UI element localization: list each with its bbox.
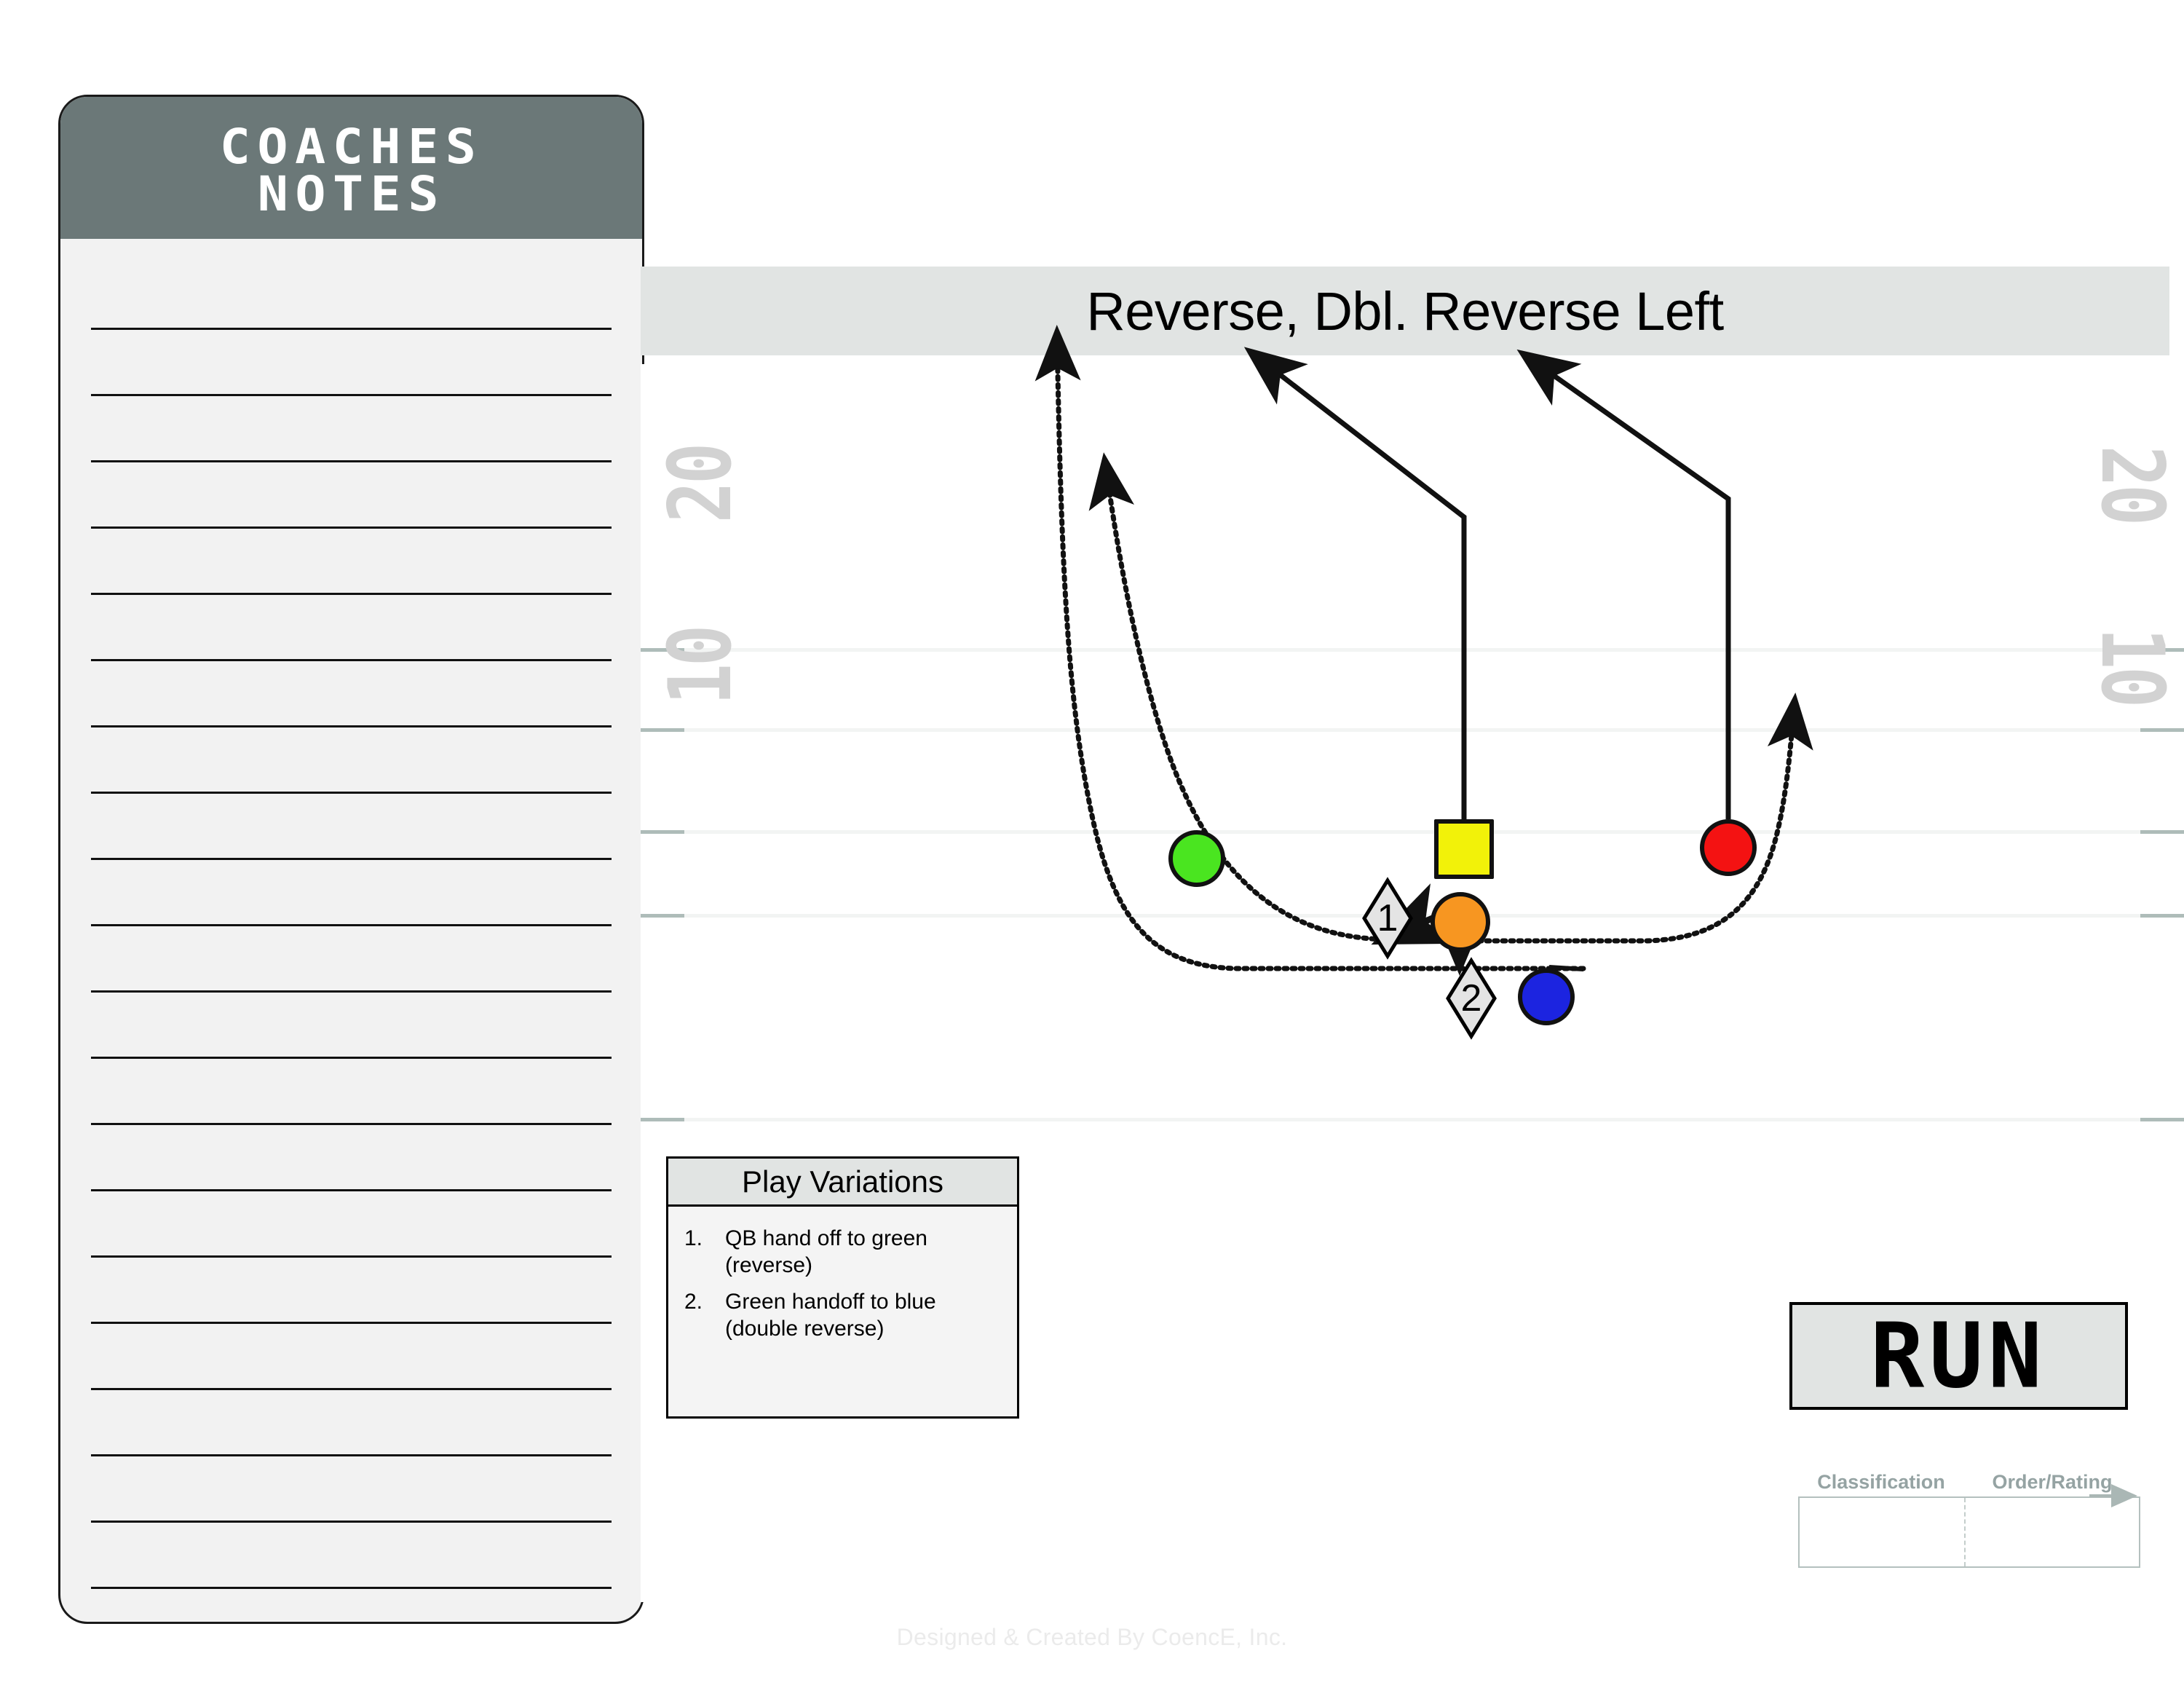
note-line[interactable] xyxy=(91,1523,612,1589)
route-lower-double-reverse xyxy=(1034,325,1586,971)
yard-line xyxy=(641,648,2184,652)
note-line[interactable] xyxy=(91,1059,612,1125)
note-line[interactable] xyxy=(91,1324,612,1390)
hash-mark xyxy=(641,1118,684,1121)
route-yellow-lineman xyxy=(1243,347,1467,819)
coaches-notes-title-line2: NOTES xyxy=(257,165,446,222)
hash-mark xyxy=(2140,830,2184,834)
yellow-lineman[interactable] xyxy=(1434,819,1494,879)
hash-mark xyxy=(2140,1118,2184,1121)
handoff-marker-2: 2 xyxy=(1445,957,1497,1040)
route-green-motion xyxy=(1088,452,1393,942)
note-line[interactable] xyxy=(91,661,612,727)
note-line[interactable] xyxy=(91,595,612,661)
note-line[interactable] xyxy=(91,1191,612,1258)
note-line[interactable] xyxy=(91,529,612,595)
hash-mark xyxy=(641,830,684,834)
note-line[interactable] xyxy=(91,330,612,396)
yard-line xyxy=(641,728,2184,732)
coaches-notes-writing-area[interactable] xyxy=(60,239,642,1622)
hash-mark xyxy=(641,914,684,918)
classification-input-cell[interactable] xyxy=(1800,1498,1966,1566)
play-variations-header: Play Variations xyxy=(668,1159,1017,1207)
yard-line xyxy=(641,830,2184,834)
diamond-icon xyxy=(1362,877,1413,960)
play-variation-text: Green handoff to blue (double reverse) xyxy=(725,1290,936,1341)
classification-headers: Classification Order/Rating xyxy=(1798,1471,2140,1494)
footer: Designed & Created By CoencE, Inc. xyxy=(0,1624,2184,1651)
note-line[interactable] xyxy=(91,1125,612,1191)
run-badge: RUN xyxy=(1789,1302,2128,1410)
coaches-notes-header: COACHES NOTES xyxy=(60,97,642,239)
order-rating-input-cell[interactable] xyxy=(1966,1498,2139,1566)
diamond-icon xyxy=(1446,957,1497,1040)
order-rating-column-header: Order/Rating xyxy=(1992,1471,2113,1493)
classification-column-header: Classification xyxy=(1817,1471,1945,1493)
play-title: Reverse, Dbl. Reverse Left xyxy=(1086,280,1724,342)
play-variations-title: Play Variations xyxy=(741,1164,944,1199)
note-line[interactable] xyxy=(91,239,612,330)
play-variation-item: 2. Green handoff to blue (double reverse) xyxy=(684,1289,1002,1342)
note-line[interactable] xyxy=(91,1258,612,1324)
play-variations-list: 1. QB hand off to green (reverse) 2. Green … xyxy=(668,1207,1017,1342)
handoff-marker-label: 1 xyxy=(1377,897,1398,939)
orange-quarterback[interactable] xyxy=(1431,892,1490,952)
note-line[interactable] xyxy=(91,1589,612,1622)
run-badge-label: RUN xyxy=(1870,1304,2047,1408)
note-line[interactable] xyxy=(91,794,612,860)
hash-mark xyxy=(641,648,684,652)
yard-line xyxy=(641,1118,2184,1121)
note-line[interactable] xyxy=(91,993,612,1059)
note-line[interactable] xyxy=(91,462,612,529)
note-line[interactable] xyxy=(91,860,612,926)
handoff-marker-label: 2 xyxy=(1460,977,1482,1019)
play-variations-box: Play Variations 1. QB hand off to green (… xyxy=(666,1156,1019,1419)
hash-mark xyxy=(641,728,684,732)
note-line[interactable] xyxy=(91,727,612,794)
classification-table: Classification Order/Rating xyxy=(1798,1471,2140,1568)
blue-receiver[interactable] xyxy=(1518,969,1575,1025)
red-receiver[interactable] xyxy=(1700,819,1757,876)
hash-mark xyxy=(2140,648,2184,652)
coaches-notes-panel: COACHES NOTES xyxy=(58,95,644,1624)
handoff-marker-1: 1 xyxy=(1361,877,1414,960)
note-line[interactable] xyxy=(91,1456,612,1523)
hash-mark xyxy=(2140,914,2184,918)
coaches-notes-title-line1: COACHES xyxy=(219,119,483,175)
note-line[interactable] xyxy=(91,1390,612,1456)
play-variation-item: 1. QB hand off to green (reverse) xyxy=(684,1226,1002,1279)
classification-cells xyxy=(1798,1496,2140,1568)
green-receiver[interactable] xyxy=(1168,830,1225,887)
note-line[interactable] xyxy=(91,926,612,993)
play-variation-number: 2. xyxy=(684,1290,703,1314)
play-variation-number: 1. xyxy=(684,1226,703,1250)
connector-blue-receiver xyxy=(1548,965,1584,971)
note-line[interactable] xyxy=(91,396,612,462)
play-title-bar: Reverse, Dbl. Reverse Left xyxy=(641,267,2169,355)
route-red-receiver xyxy=(1516,349,1731,819)
route-upper-reverse-sweep xyxy=(1388,693,1813,944)
hash-mark xyxy=(2140,728,2184,732)
footer-credit: Designed & Created By CoencE, Inc. xyxy=(896,1624,1288,1650)
play-variation-text: QB hand off to green (reverse) xyxy=(725,1226,927,1277)
